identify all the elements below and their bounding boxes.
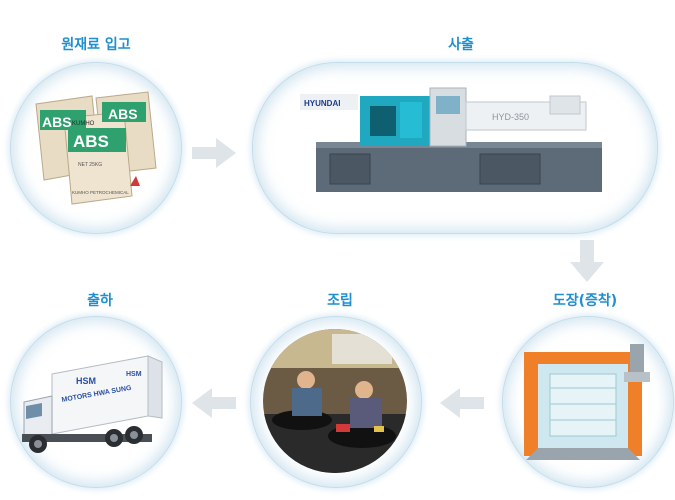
truck-logo: HSM: [76, 376, 96, 386]
arrow-down-icon: [570, 240, 604, 282]
machine-model: HYD-350: [492, 112, 529, 122]
truck-logo-side: HSM: [126, 371, 142, 378]
bag-product-label: ABS: [73, 132, 109, 151]
arrow-right-icon: [192, 138, 236, 168]
injection-machine-image: HYUNDAI HYD-350: [300, 87, 602, 192]
assembly-line-image: [263, 329, 407, 473]
step-label-assembly: 조립: [327, 293, 353, 309]
arrow-left-icon: [440, 388, 484, 418]
bag-brand: KUMHO: [72, 121, 95, 127]
step-label-painting: 도장(증착): [552, 293, 618, 309]
step-label-injection: 사출: [448, 37, 474, 53]
step-label-raw-material: 원재료 입고: [61, 37, 131, 53]
abs-bags-image: KUMHO ABS ABS ABS NET 25KG KUMHO PETROCH…: [35, 91, 157, 205]
paint-booth-image: [524, 344, 650, 460]
bag-net-weight: NET 25KG: [78, 162, 102, 168]
bag-product-label-back-left: ABS: [42, 114, 72, 130]
bag-product-label-back-right: ABS: [108, 106, 138, 122]
step-label-shipping: 출하: [87, 293, 113, 309]
bag-maker: KUMHO PETROCHEMICAL: [72, 190, 129, 195]
machine-brand: HYUNDAI: [304, 99, 340, 108]
arrow-left-icon: [192, 388, 236, 418]
delivery-truck-image: HSM HSM MOTORS HWA SUNG: [22, 355, 163, 453]
